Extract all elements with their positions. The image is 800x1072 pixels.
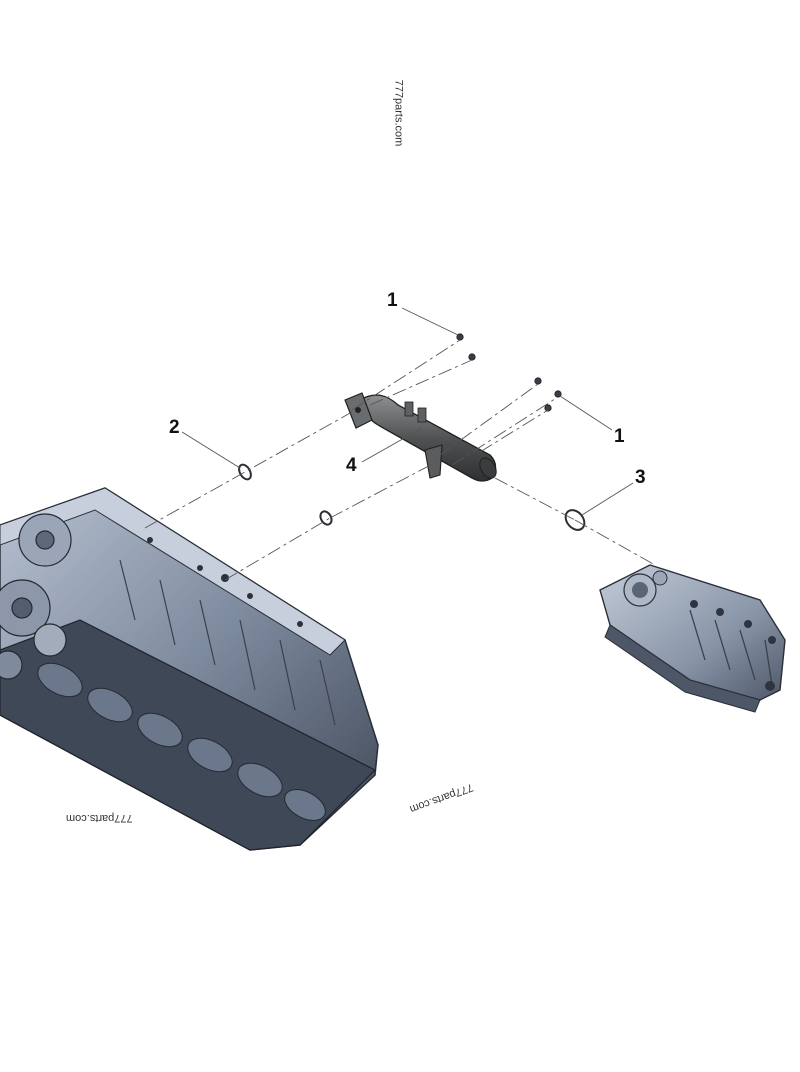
bolts [456, 333, 562, 412]
timing-gears [0, 513, 72, 680]
callout-4: 4 [346, 455, 357, 476]
leader-lines [181, 307, 634, 516]
o-rings [238, 463, 586, 531]
callout-3: 3 [635, 467, 646, 488]
oil-cooler-housing [599, 564, 786, 713]
callout-1-right: 1 [614, 426, 625, 447]
callout-2: 2 [169, 417, 180, 438]
engine-block [0, 487, 379, 851]
callout-1-top: 1 [387, 290, 398, 311]
crank-webs [37, 662, 326, 821]
assembly-axes [144, 339, 656, 581]
coolant-pipe [344, 392, 497, 482]
watermark-bottom-left: 777parts.com [66, 812, 133, 824]
watermark-top: 777parts.com [392, 79, 405, 147]
